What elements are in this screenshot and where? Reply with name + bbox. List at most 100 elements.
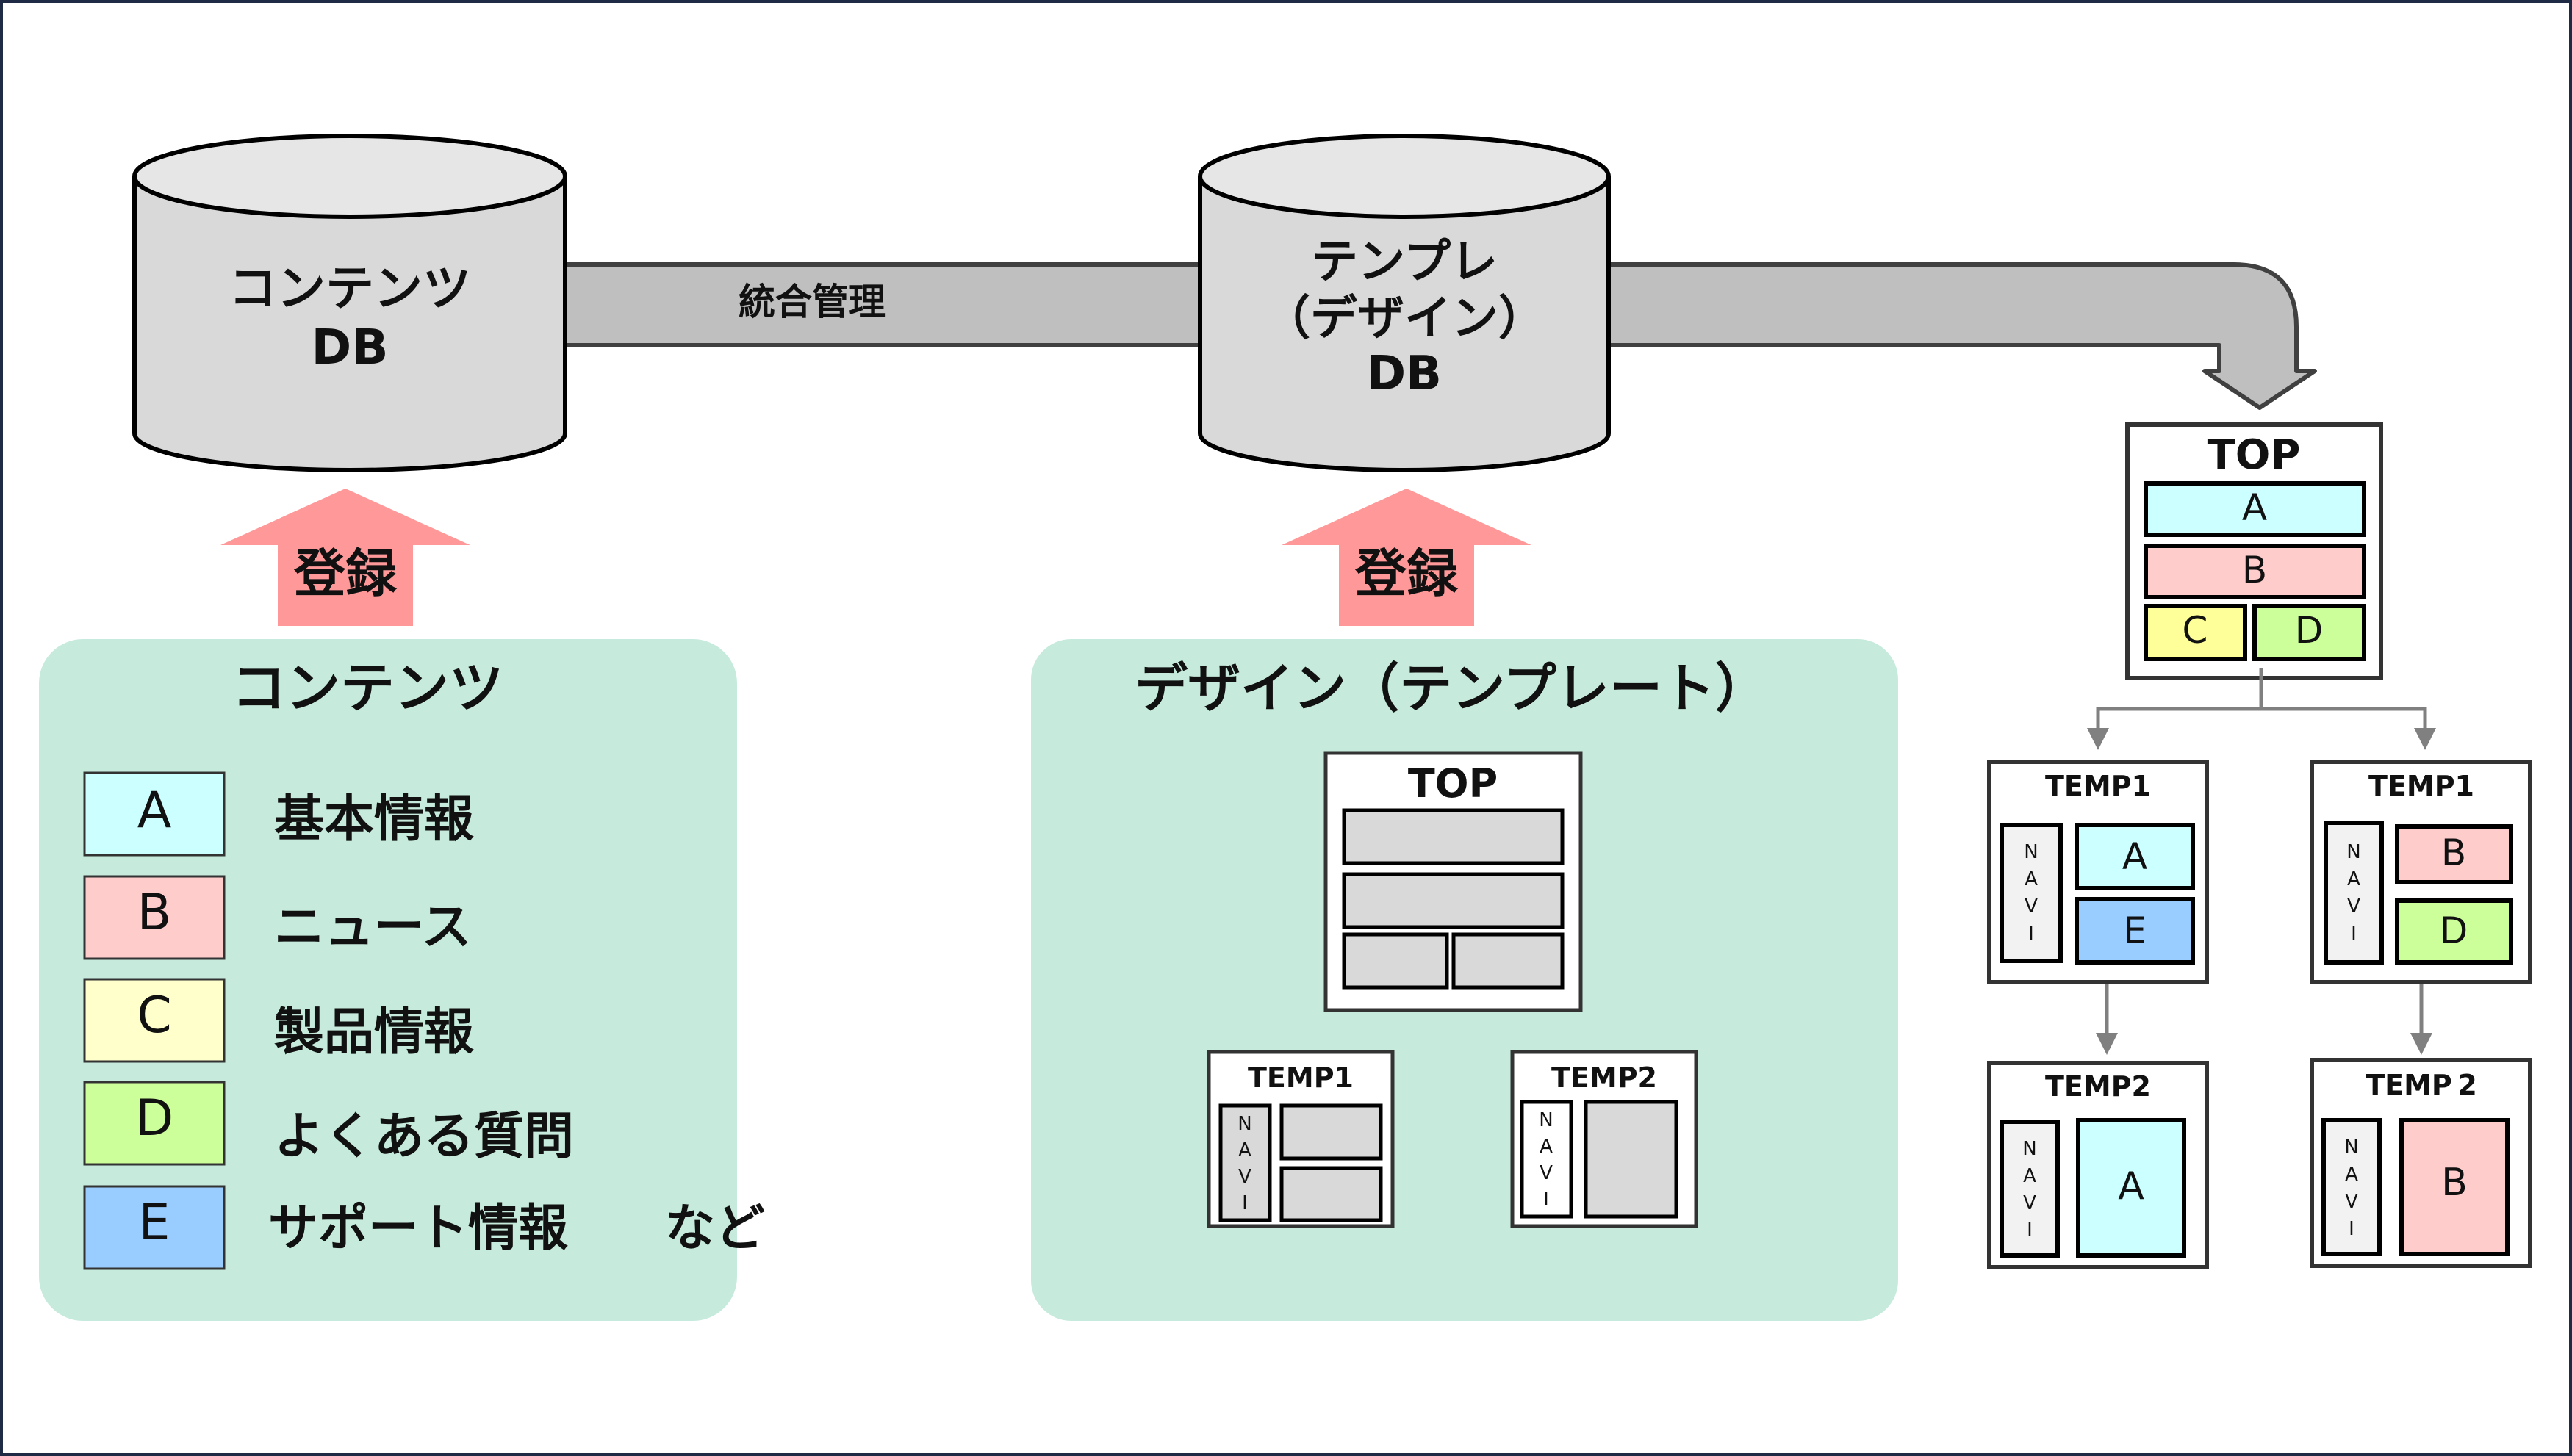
swatch-d (83, 1081, 226, 1166)
integration-label: 統合管理 (739, 281, 886, 323)
template-db-cylinder (1198, 134, 1611, 472)
design-temp1-navi (1218, 1103, 1272, 1222)
navi-letter: A (2345, 1164, 2358, 1186)
integration-pipe (556, 262, 2317, 410)
register-label-right: 登録 (1354, 544, 1459, 604)
design-top-template: TOP (1323, 751, 1583, 1012)
swatch-b-key: B (137, 884, 172, 942)
swatch-d-key: D (135, 1089, 173, 1147)
result-left-temp2-label: TEMP2 (2045, 1070, 2151, 1103)
navi-letter: I (2351, 923, 2357, 945)
navi-letter: I (1242, 1192, 1248, 1214)
register-arrow-left (220, 489, 470, 626)
content-item-d-label: よくある質問 (274, 1108, 574, 1166)
result-right-temp2-block-b-label: B (2441, 1161, 2468, 1205)
navi-letter: V (1238, 1166, 1251, 1188)
navi-letter: A (2347, 868, 2360, 890)
content-item-d: D よくある質問 (83, 1081, 574, 1166)
navi-letter: V (2345, 1191, 2358, 1213)
navi-letter: A (1540, 1136, 1553, 1158)
contents-suffix: など (665, 1200, 765, 1258)
result-left-temp2-navi (2000, 1120, 2060, 1258)
result-left-temp1-block-e-label: E (2123, 909, 2147, 952)
navi-letter: N (2344, 1136, 2358, 1158)
result-top-label: TOP (2208, 431, 2301, 479)
tree-connectors (2087, 668, 2436, 1055)
design-temp2-slot (1584, 1100, 1678, 1219)
result-right-temp1-block-b-label: B (2441, 832, 2466, 874)
content-db-line2: DB (311, 319, 388, 375)
swatch-b (83, 875, 226, 960)
content-item-c: C 製品情報 (83, 978, 474, 1063)
result-right-temp1-block-d-label: D (2440, 909, 2468, 952)
result-right-temp1-block-d (2395, 898, 2513, 965)
result-top-block-d-label: D (2295, 609, 2324, 652)
result-right-temp2-block-b (2399, 1118, 2510, 1256)
content-item-a-label: 基本情報 (274, 790, 474, 848)
design-temp2-navi (1520, 1100, 1573, 1219)
result-right-temp2: TEMP 2 N A V I B (2310, 1058, 2532, 1268)
template-db-line2: （デザイン） (1263, 292, 1545, 346)
result-top-block-d (2252, 604, 2366, 661)
navi-letter: A (1238, 1139, 1251, 1161)
result-right-temp1-navi (2324, 821, 2384, 965)
register-label-left: 登録 (293, 544, 398, 604)
result-top-block-c-label: C (2183, 609, 2208, 652)
design-temp1-label: TEMP1 (1248, 1062, 1354, 1094)
template-db-line1: テンプレ (1311, 235, 1498, 289)
navi-letter: N (2022, 1138, 2036, 1160)
result-right-temp1-label: TEMP1 (2368, 770, 2474, 802)
design-top-slot-1 (1342, 808, 1565, 865)
result-left-temp2: TEMP2 N A V I A (1987, 1061, 2209, 1269)
result-left-temp2-block-a-label: A (2118, 1164, 2144, 1208)
design-panel-title: デザイン（テンプレート） (1135, 657, 1768, 719)
result-left-temp1-block-e (2075, 897, 2195, 965)
navi-letter: I (2028, 923, 2034, 945)
result-right-temp1: TEMP1 N A V I B D (2310, 760, 2532, 984)
swatch-e-key: E (139, 1194, 170, 1252)
swatch-c-key: C (137, 987, 171, 1045)
navi-letter: N (1539, 1109, 1553, 1131)
navi-letter: A (2023, 1165, 2036, 1187)
content-item-e: E サポート情報 (83, 1185, 568, 1270)
result-right-temp1-block-b (2395, 824, 2513, 884)
result-top-block-c (2144, 604, 2247, 661)
content-db-cylinder (132, 134, 567, 472)
navi-letter: A (2025, 868, 2038, 890)
swatch-e (83, 1185, 226, 1270)
design-top-slot-4 (1451, 932, 1565, 990)
result-top-block-b (2144, 544, 2366, 599)
design-temp1-slot-2 (1279, 1166, 1383, 1222)
navi-letter: N (1237, 1113, 1251, 1135)
design-top-label: TOP (1408, 760, 1498, 807)
result-top-page: TOP A B C D (2125, 422, 2383, 680)
result-left-temp1-label: TEMP1 (2045, 770, 2151, 802)
navi-letter: I (2349, 1218, 2354, 1240)
design-temp2-template: TEMP2 N A V I (1510, 1050, 1698, 1228)
result-left-temp1-block-a-label: A (2122, 835, 2147, 878)
design-temp1-slot-1 (1279, 1103, 1383, 1161)
navi-letter: I (2027, 1219, 2033, 1241)
result-right-temp2-navi (2321, 1118, 2382, 1256)
result-left-temp2-block-a (2076, 1118, 2186, 1258)
navi-letter: V (2347, 895, 2360, 918)
content-item-b-label: ニュース (274, 898, 472, 956)
navi-letter: N (2024, 841, 2038, 863)
navi-letter: V (2023, 1192, 2036, 1214)
result-top-block-a-label: A (2242, 486, 2267, 529)
design-temp1-template: TEMP1 N A V I (1207, 1050, 1395, 1228)
design-top-slot-3 (1342, 932, 1449, 990)
result-top-block-a (2144, 481, 2366, 537)
swatch-a-key: A (137, 782, 172, 840)
result-left-temp1: TEMP1 N A V I A E (1987, 760, 2209, 984)
navi-letter: V (1540, 1162, 1553, 1184)
navi-letter: I (1543, 1189, 1549, 1211)
result-left-temp1-navi (2000, 823, 2063, 963)
result-left-temp1-block-a (2075, 823, 2195, 890)
result-top-block-b-label: B (2242, 549, 2267, 591)
design-top-slot-2 (1342, 872, 1565, 929)
swatch-a (83, 771, 226, 857)
content-db-line1: コンテンツ (229, 260, 471, 317)
